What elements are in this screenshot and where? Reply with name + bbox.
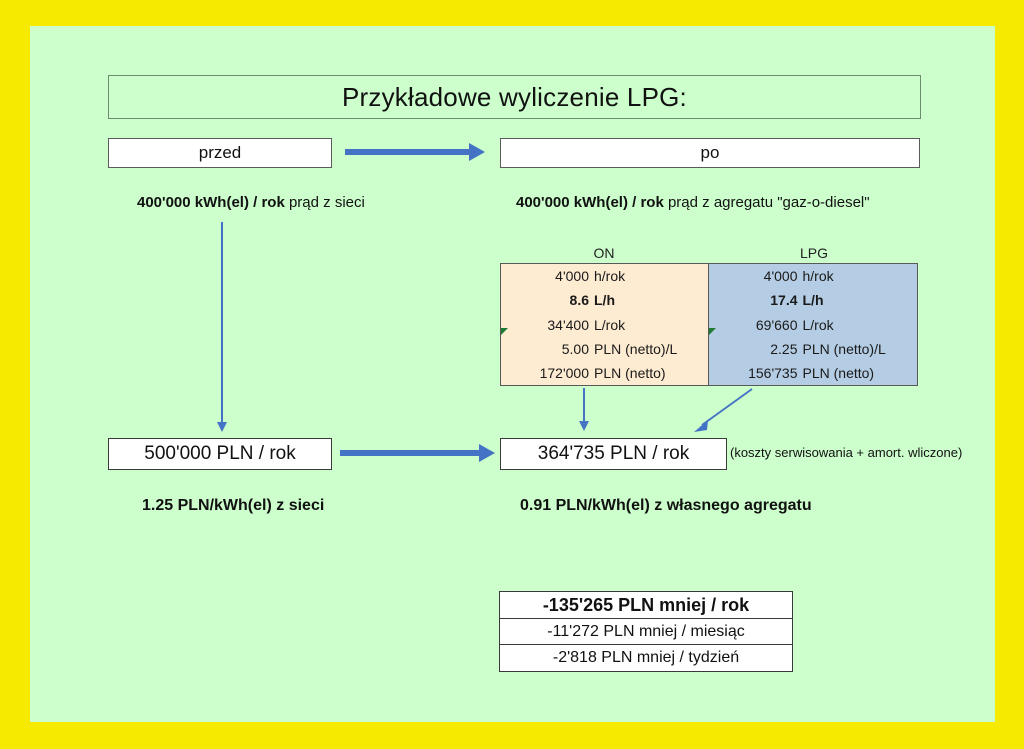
on-cost-unit: PLN (netto) [594, 365, 666, 381]
table-row: 5.00 PLN (netto)/L [501, 341, 708, 357]
before-state-label: przed [198, 143, 242, 162]
table-row: 156'735 PLN (netto) [709, 365, 917, 381]
on-volume-value: 34'400 [547, 316, 589, 333]
fuel-column-on: 4'000 h/rok 8.6 L/h 34'400 L/rok 5.00 PL… [501, 264, 709, 385]
table-row: 4'000 h/rok [709, 268, 917, 284]
energy-left-suffix: prąd z sieci [284, 194, 365, 211]
cell-marker-triangle-icon [709, 328, 716, 335]
cost-after-value: 364'735 PLN / rok [537, 443, 690, 464]
lpg-hours-value: 4'000 [763, 268, 798, 284]
cost-note: (koszty serwisowania + amort. wliczone) [730, 445, 963, 460]
lpg-cost-value: 156'735 [748, 365, 798, 381]
savings-row-monthly: -11'272 PLN mniej / miesiąc [499, 617, 793, 646]
on-price-unit: PLN (netto)/L [594, 340, 678, 357]
lpg-hours-unit: h/rok [802, 268, 834, 284]
lpg-price-value: 2.25 [770, 340, 798, 357]
energy-right-caption: 400'000 kWh(el) / rok prąd z agregatu "g… [516, 194, 870, 211]
table-row: 69'660 L/rok [709, 317, 917, 333]
on-cost-value: 172'000 [539, 365, 589, 381]
lpg-cost-unit: PLN (netto) [802, 365, 875, 381]
after-state-box: po [500, 138, 920, 168]
energy-right-suffix: prąd z agregatu "gaz-o-diesel" [663, 194, 870, 211]
on-volume-unit: L/rok [594, 316, 626, 333]
unit-price-left: 1.25 PLN/kWh(el) z sieci [142, 497, 325, 514]
lpg-volume-value: 69'660 [755, 316, 798, 333]
table-row: 8.6 L/h [501, 292, 708, 308]
on-hours-unit: h/rok [594, 268, 626, 284]
page-title: Przykładowe wyliczenie LPG: [342, 81, 687, 112]
title-box: Przykładowe wyliczenie LPG: [108, 75, 921, 119]
cost-before-to-after-arrow-icon [340, 444, 495, 462]
before-to-after-arrow-icon [345, 143, 485, 161]
savings-weekly-value: -2'818 PLN mniej / tydzień [552, 649, 740, 667]
column-header-lpg: LPG [799, 245, 828, 261]
table-row: 2.25 PLN (netto)/L [709, 341, 917, 357]
on-price-value: 5.00 [561, 340, 589, 357]
unit-price-right: 0.91 PLN/kWh(el) z własnego agregatu [520, 497, 812, 514]
lpg-volume-unit: L/rok [802, 316, 834, 333]
table-row: 172'000 PLN (netto) [501, 365, 708, 381]
savings-row-yearly: -135'265 PLN mniej / rok [499, 591, 793, 619]
savings-monthly-value: -11'272 PLN mniej / miesiąc [547, 622, 745, 640]
on-hours-value: 4'000 [555, 268, 589, 284]
lpg-consumption-value: 17.4 [770, 292, 798, 309]
energy-left-value: 400'000 kWh(el) / rok [137, 194, 285, 211]
lpg-price-unit: PLN (netto)/L [802, 340, 886, 357]
on-consumption-unit: L/h [594, 292, 615, 309]
savings-summary: -135'265 PLN mniej / rok -11'272 PLN mni… [499, 591, 793, 673]
cost-after-box: 364'735 PLN / rok [500, 438, 727, 470]
after-state-label: po [700, 143, 720, 162]
cost-before-box: 500'000 PLN / rok [108, 438, 332, 470]
lpg-consumption-unit: L/h [802, 292, 824, 309]
energy-right-value: 400'000 kWh(el) / rok [516, 194, 664, 211]
savings-row-weekly: -2'818 PLN mniej / tydzień [499, 644, 793, 673]
energy-left-caption: 400'000 kWh(el) / rok prąd z sieci [137, 194, 365, 211]
cell-marker-triangle-icon [501, 328, 508, 335]
on-consumption-value: 8.6 [569, 292, 589, 309]
table-row: 4'000 h/rok [501, 268, 708, 284]
cost-before-value: 500'000 PLN / rok [144, 443, 296, 464]
column-header-on: ON [593, 245, 615, 261]
lpg-to-cost-arrow-icon [694, 388, 753, 432]
fuel-column-lpg: 4'000 h/rok 17.4 L/h 69'660 L/rok 2.25 P… [709, 264, 917, 385]
fuel-comparison-table: 4'000 h/rok 8.6 L/h 34'400 L/rok 5.00 PL… [500, 263, 918, 386]
table-row: 17.4 L/h [709, 292, 917, 308]
before-state-box: przed [108, 138, 332, 168]
savings-yearly-value: -135'265 PLN mniej / rok [542, 594, 750, 615]
table-row: 34'400 L/rok [501, 317, 708, 333]
